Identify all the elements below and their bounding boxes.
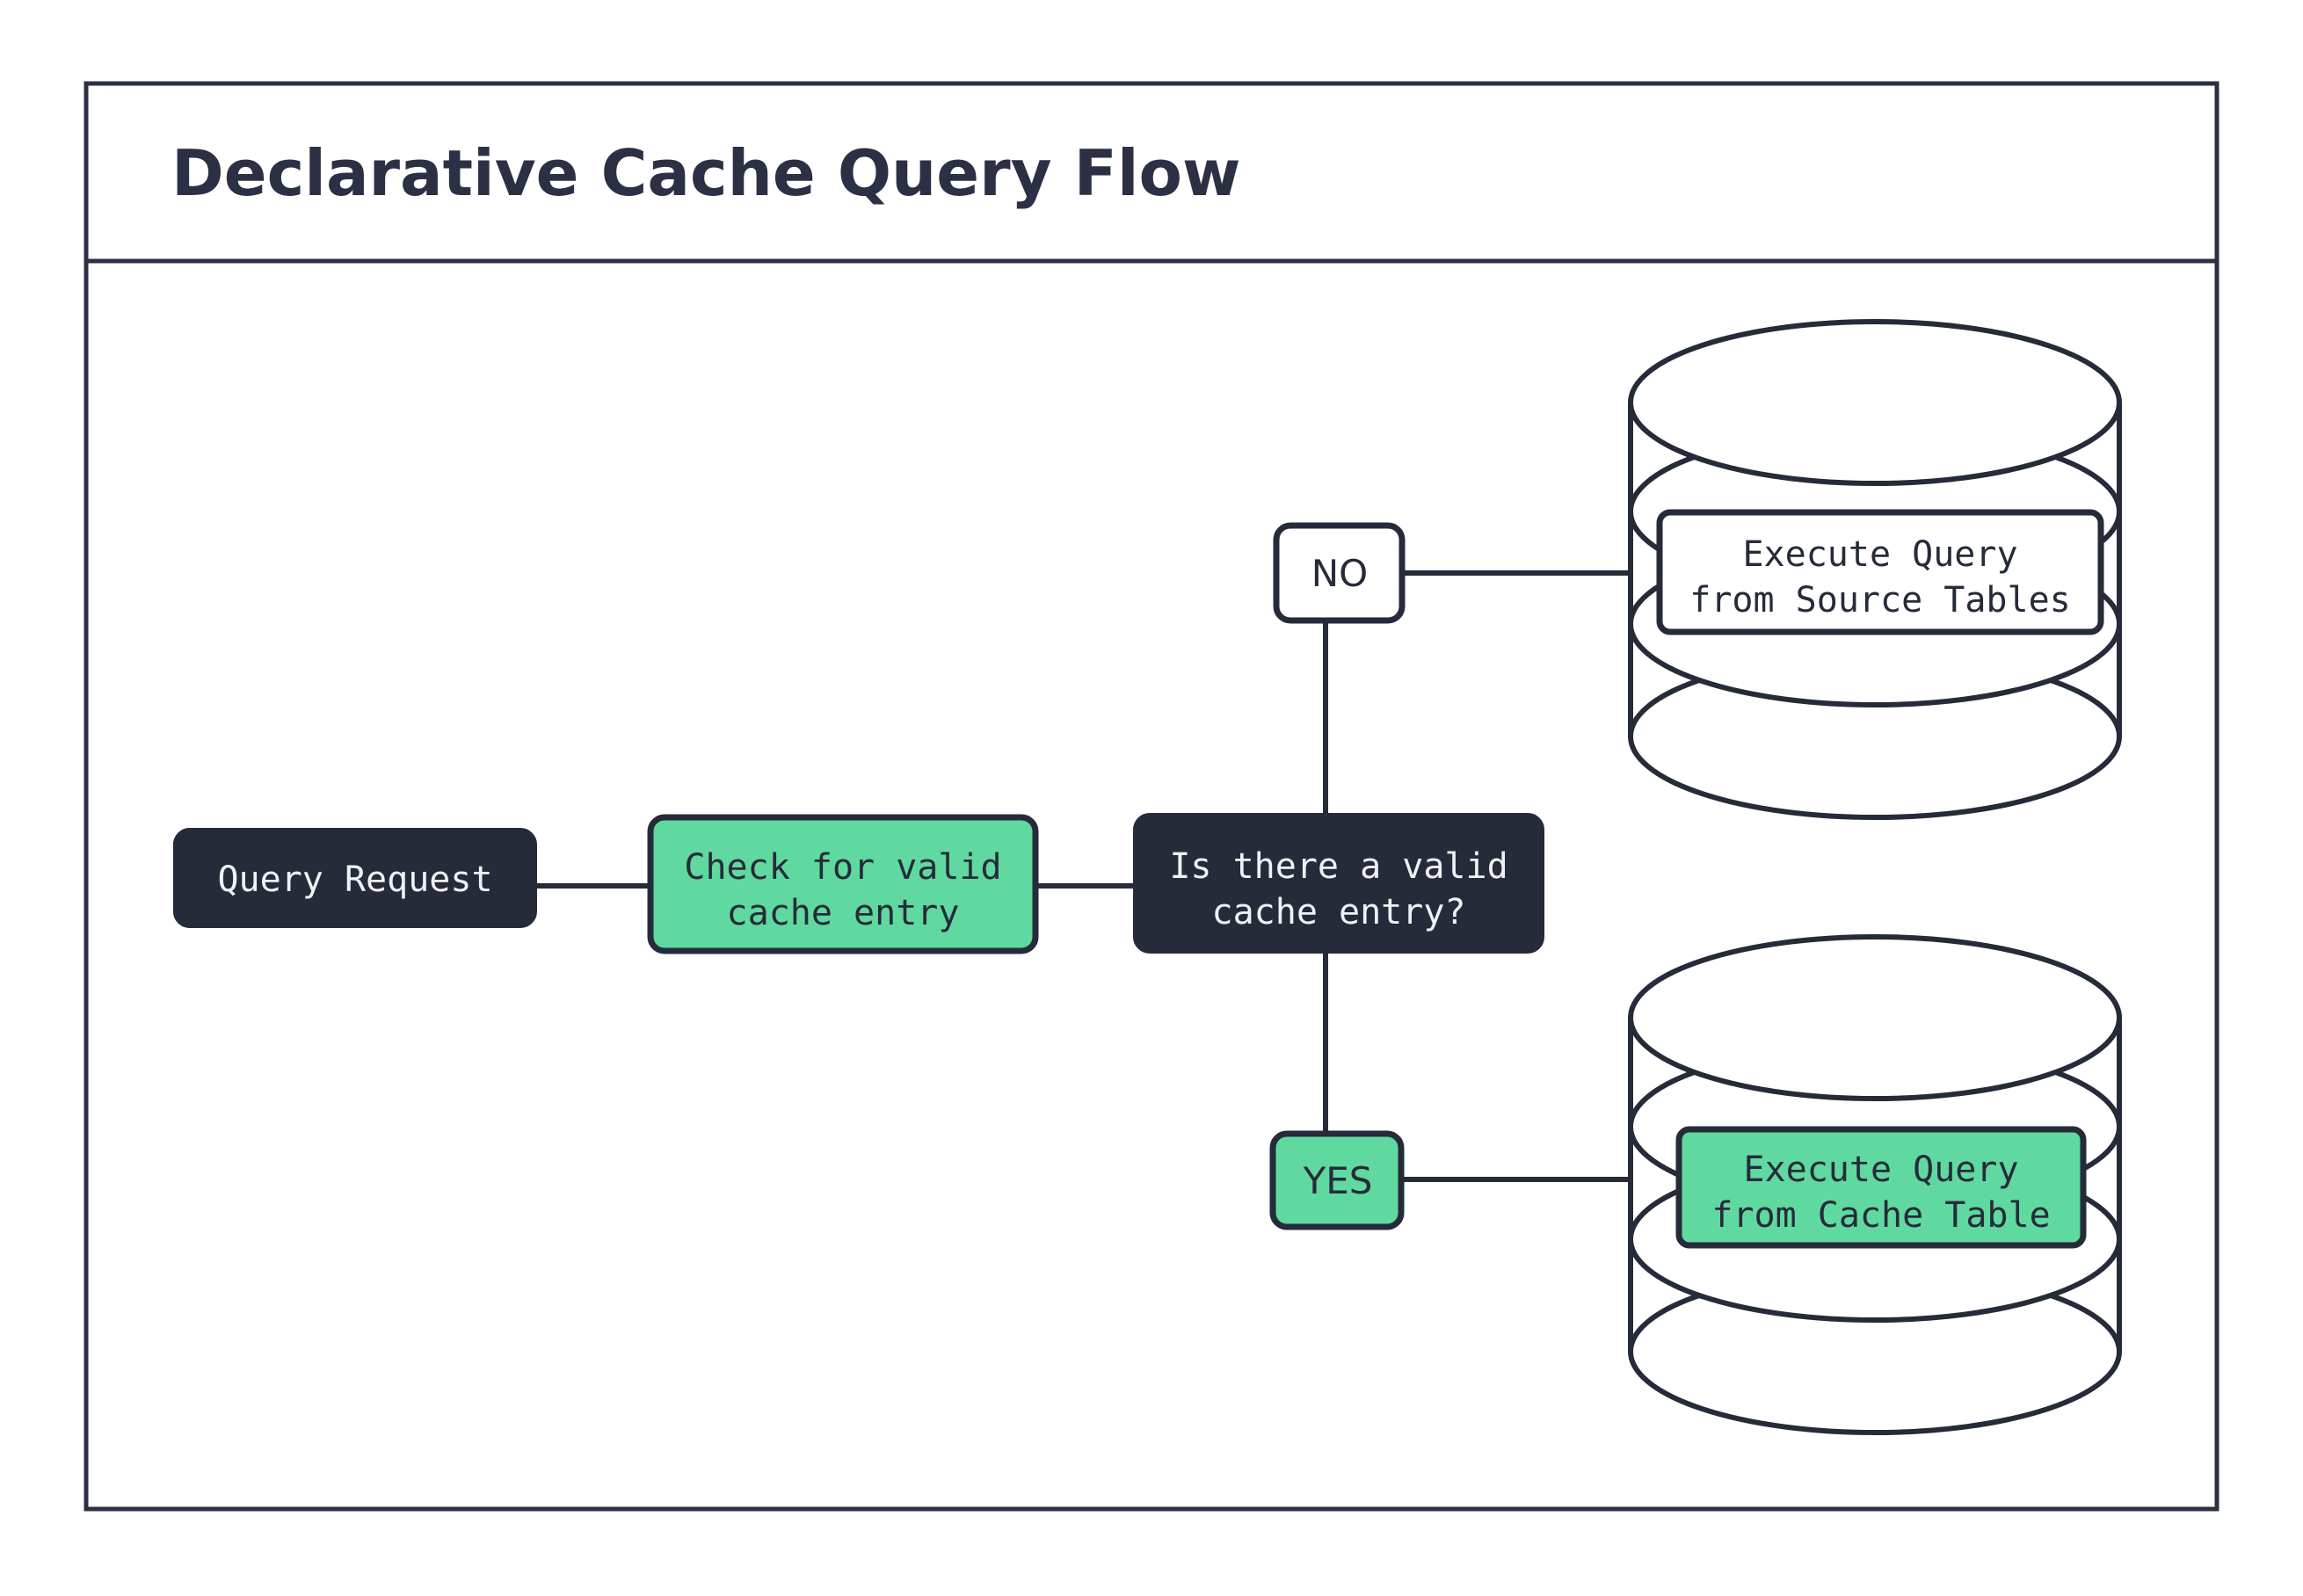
node-check-cache[interactable]: Check for valid cache entry xyxy=(647,814,1039,954)
check-cache-label-line2: cache entry xyxy=(727,893,960,933)
source-database-cylinder[interactable]: Execute Query from Source Tables xyxy=(1628,319,2122,820)
cache-cylinder-top-disc xyxy=(1628,934,2122,1101)
decision-box xyxy=(1133,813,1544,954)
check-cache-label-line1: Check for valid xyxy=(684,847,1001,888)
branch-label-no[interactable]: NO xyxy=(1273,522,1406,624)
query-request-box-main xyxy=(173,828,537,928)
cache-db-label-line2: from Cache Table xyxy=(1711,1195,2050,1236)
cylinder-top-disc xyxy=(1628,319,2122,486)
cache-db-label-plate xyxy=(1675,1126,2087,1249)
check-cache-box xyxy=(647,814,1039,954)
query-request-label: Query Request xyxy=(217,860,492,900)
decision-label-line2: cache entry? xyxy=(1212,892,1466,932)
cache-database-cylinder[interactable]: Execute Query from Cache Table xyxy=(1628,934,2122,1435)
yes-label: YES xyxy=(1303,1159,1373,1202)
source-db-label-line2: from Source Tables xyxy=(1689,580,2070,620)
no-label: NO xyxy=(1311,552,1368,595)
no-box xyxy=(1273,522,1406,624)
source-db-label-line1: Execute Query xyxy=(1742,534,2017,575)
yes-box xyxy=(1269,1130,1405,1230)
source-db-label-plate xyxy=(1656,509,2104,635)
decision-label-line1: Is there a valid xyxy=(1169,846,1507,887)
page-title: Declarative Cache Query Flow xyxy=(171,136,1240,210)
node-decision[interactable]: Is there a valid cache entry? xyxy=(1133,813,1544,954)
cache-db-label-line1: Execute Query xyxy=(1743,1150,2018,1190)
branch-label-yes[interactable]: YES xyxy=(1269,1130,1405,1230)
node-query-request[interactable]: Query Request xyxy=(173,828,537,928)
